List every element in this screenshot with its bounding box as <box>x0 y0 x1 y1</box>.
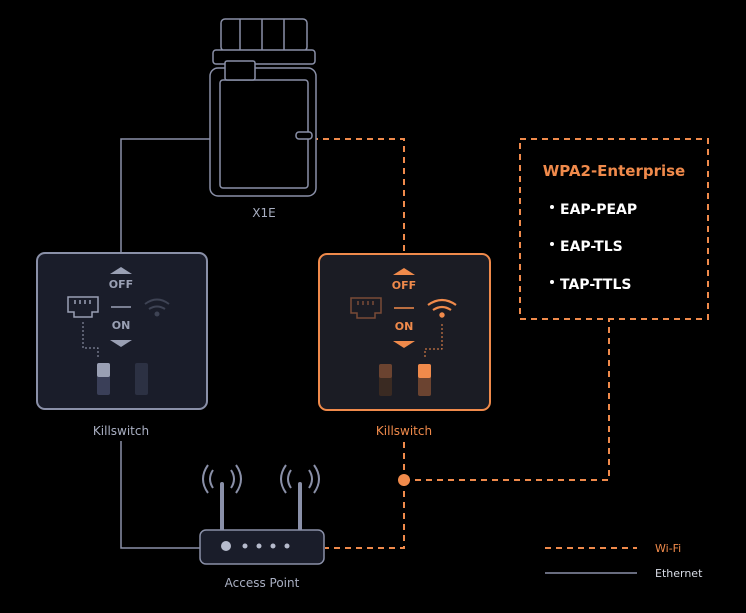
bullet-icon <box>550 280 554 284</box>
wifi-line-ap-connection <box>325 480 405 549</box>
ethernet-line-device-to-killswitch <box>120 138 213 253</box>
wifi-line-device-to-killswitch <box>312 138 405 254</box>
connector-dotted-right <box>424 324 443 359</box>
arrow-up-icon <box>393 268 415 275</box>
legend-wifi-label: Wi-Fi <box>655 542 682 555</box>
switch-off-label: OFF <box>391 279 417 292</box>
connector-dotted-left <box>82 322 99 358</box>
panel-item-label: EAP-TLS <box>560 239 623 255</box>
killswitch-right-label: Killswitch <box>375 424 433 438</box>
access-point-icon <box>199 464 325 565</box>
arrow-down-icon <box>110 340 132 347</box>
panel-title: WPA2-Enterprise <box>542 162 686 180</box>
wifi-junction-dot <box>398 474 410 486</box>
bullet-icon <box>550 205 554 209</box>
switch-on-label: ON <box>111 319 131 332</box>
killswitch-right <box>318 253 491 411</box>
panel-item-label: TAP-TTLS <box>560 277 632 293</box>
wifi-line-to-panel <box>404 320 610 481</box>
bullet-icon <box>550 242 554 246</box>
access-point-label: Access Point <box>224 576 300 590</box>
switch-on-label: ON <box>394 320 414 333</box>
ethernet-port-icon <box>350 297 382 319</box>
killswitch-left <box>36 252 208 410</box>
toggle-wifi <box>135 363 148 395</box>
x1e-device-icon <box>209 18 317 197</box>
legend-ethernet-label: Ethernet <box>655 567 703 580</box>
ethernet-line-killswitch-to-ap <box>120 441 200 549</box>
wpa2-panel <box>519 138 709 320</box>
ethernet-port-icon <box>67 296 99 318</box>
device-label: X1E <box>252 206 276 220</box>
killswitch-left-label: Killswitch <box>92 424 150 438</box>
arrow-down-icon <box>393 341 415 348</box>
arrow-up-icon <box>110 267 132 274</box>
switch-off-label: OFF <box>108 278 134 291</box>
wifi-icon <box>144 298 170 317</box>
wifi-icon <box>427 298 457 318</box>
panel-item: TAP-TTLS <box>550 277 632 293</box>
panel-item: EAP-TLS <box>550 239 623 255</box>
panel-item-label: EAP-PEAP <box>560 202 638 218</box>
panel-item: EAP-PEAP <box>550 202 637 218</box>
